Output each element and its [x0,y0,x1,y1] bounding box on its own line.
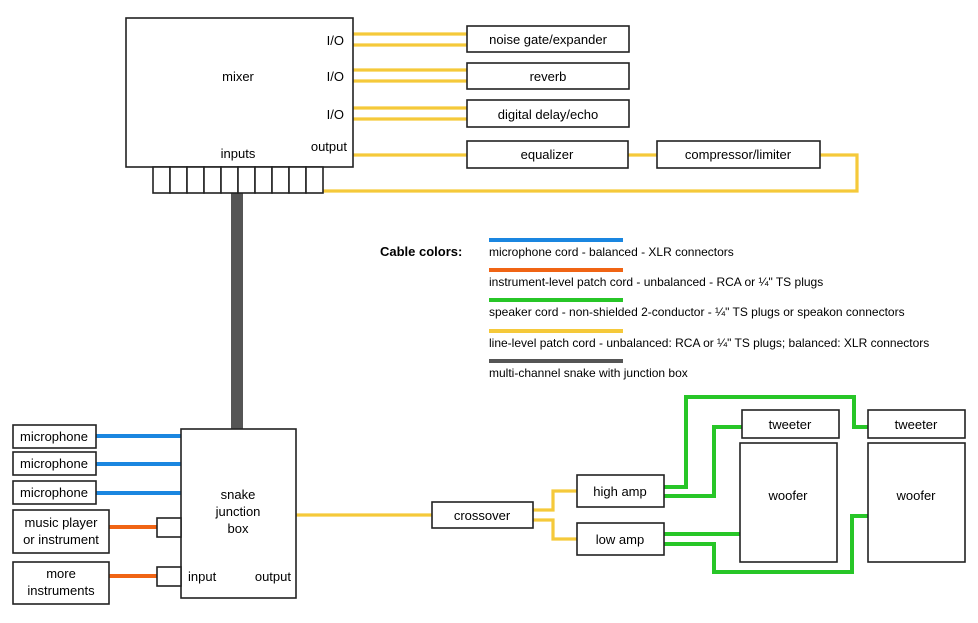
tweeter-1-box [741,409,840,439]
mixer-input-channel [169,166,188,194]
mixer-input-channel [305,166,324,194]
sources: microphone microphone microphone music p… [12,424,110,605]
effects: noise gate/expander reverb digital delay… [466,25,821,169]
microphone-2-box [12,451,97,476]
delay-box [466,99,630,128]
music-player-label-2: or instrument [23,532,99,547]
mixer-io-label-3: I/O [327,107,344,122]
mixer-input-channel [271,166,290,194]
legend-title: Cable colors: [380,244,462,259]
microphone-1-label: microphone [20,429,88,444]
mixer-input-channel [254,166,273,194]
more-instruments-label-2: instruments [27,583,95,598]
mixer-input-channel [152,166,171,194]
legend: Cable colors: microphone cord - balanced… [380,238,929,380]
woofer-2-label: woofer [895,488,936,503]
woofer-1-label: woofer [767,488,808,503]
instrument-jack-1 [156,517,182,538]
legend-item-snake: multi-channel snake with junction box [489,366,688,380]
music-player-box [12,509,110,554]
mixer-input-channel [288,166,307,194]
cables [96,32,868,578]
mixer-input-channel [186,166,205,194]
low-amp-box [576,522,665,556]
reverb-box [466,62,630,90]
junction-output-label: output [255,569,292,584]
mixer: mixer I/O I/O I/O output inputs [125,17,354,194]
legend-item-line: line-level patch cord - unbalanced: RCA … [489,336,929,350]
noise-gate-label: noise gate/expander [489,32,607,47]
processing: crossover high amp low amp [431,474,665,556]
crossover-label: crossover [454,508,511,523]
compressor-label: compressor/limiter [685,147,792,162]
junction-label-2: junction [215,504,261,519]
mixer-output-label: output [311,139,348,154]
instrument-jack-2 [156,566,182,587]
junction-label-3: box [228,521,249,536]
junction-box [180,428,297,599]
legend-item-speaker: speaker cord - non-shielded 2-conductor … [489,305,905,319]
legend-item-microphone: microphone cord - balanced - XLR connect… [489,245,734,259]
mixer-input-channel [203,166,222,194]
music-player-label-1: music player [25,515,99,530]
more-instruments-box [12,561,110,605]
high-amp-to-tweeter1-cable [664,425,742,498]
high-amp-to-tweeter2-cable [664,395,868,489]
tweeter-1-label: tweeter [769,417,812,432]
tweeter-2-box [867,409,966,439]
mixer-input-channels [152,166,324,194]
mixer-io-label-2: I/O [327,69,344,84]
compressor-return-cable [323,153,859,193]
compressor-box [656,140,821,169]
microphone-3-label: microphone [20,485,88,500]
microphone-1-box [12,424,97,449]
speakers: tweeter woofer tweeter woofer [739,409,966,563]
delay-label: digital delay/echo [498,107,598,122]
high-amp-label: high amp [593,484,646,499]
low-amp-label: low amp [596,532,644,547]
junction-label-1: snake [221,487,256,502]
microphone-3-box [12,480,97,505]
woofer-1-box [739,442,838,563]
equalizer-label: equalizer [521,147,574,162]
crossover-to-low-amp-cable [533,518,577,541]
snake-junction-box: snake junction box input output [156,428,297,599]
mixer-label: mixer [222,69,254,84]
crossover-to-high-amp-cable [533,489,577,512]
junction-input-label: input [188,569,217,584]
reverb-label: reverb [530,69,567,84]
mixer-io-label-1: I/O [327,33,344,48]
legend-item-instrument: instrument-level patch cord - unbalanced… [489,275,823,289]
woofer-2-box [867,442,966,563]
high-amp-box [576,474,665,508]
crossover-box [431,501,534,529]
tweeter-2-label: tweeter [895,417,938,432]
noise-gate-box [466,25,630,53]
microphone-2-label: microphone [20,456,88,471]
mixer-inputs-label: inputs [221,146,256,161]
equalizer-box [466,140,629,169]
mixer-input-channel [220,166,239,194]
low-amp-to-woofer2-cable [664,514,868,574]
more-instruments-label-1: more [46,566,76,581]
mixer-input-channel [237,166,256,194]
